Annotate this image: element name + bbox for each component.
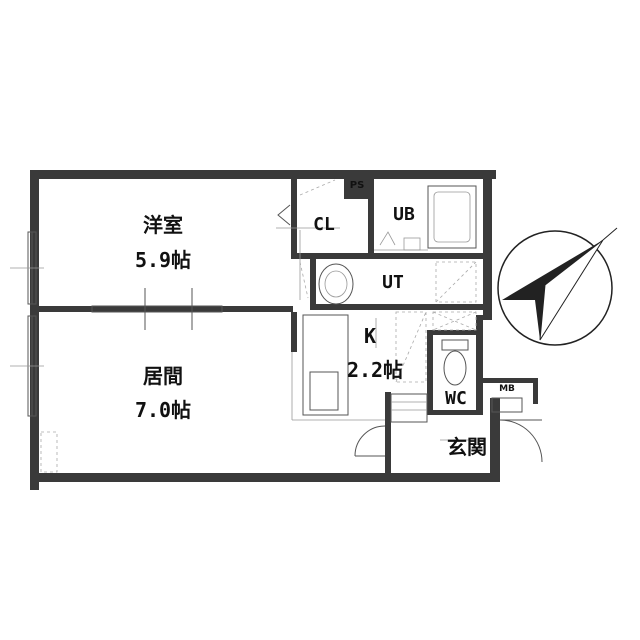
closet-hatch bbox=[299, 179, 336, 299]
partition-western-living bbox=[39, 306, 293, 312]
left-wall bbox=[30, 170, 39, 490]
right-wall-mid bbox=[476, 315, 483, 415]
bath-drain bbox=[403, 237, 421, 251]
kitchen-size: 2.2帖 bbox=[346, 358, 404, 382]
unit-bath-label: UB bbox=[393, 204, 415, 225]
compass-ring bbox=[497, 230, 613, 346]
western-room-name: 洋室 bbox=[143, 213, 183, 237]
partition-closet-west bbox=[291, 179, 297, 259]
kitchen-fixtures bbox=[302, 311, 477, 416]
toilet-bowl bbox=[443, 350, 467, 386]
entrance-right-wall bbox=[490, 398, 500, 482]
meter-box-lower bbox=[491, 397, 523, 413]
pipe-space-box bbox=[344, 175, 370, 199]
toilet-tank bbox=[441, 339, 469, 351]
sliding-doors bbox=[91, 204, 385, 421]
interior-walls bbox=[39, 175, 483, 474]
kitchen-counter bbox=[302, 314, 349, 416]
partition-bath-utility bbox=[297, 253, 483, 259]
mb-right-wall bbox=[533, 378, 538, 404]
washing-machine-pan bbox=[435, 261, 477, 303]
inner-door-swing bbox=[354, 425, 386, 457]
entrance-fixtures bbox=[354, 393, 543, 463]
closet-label: CL bbox=[313, 214, 335, 235]
partition-toilet-bottom bbox=[427, 410, 483, 415]
meter-box-label: MB bbox=[499, 384, 515, 394]
compass bbox=[497, 227, 618, 346]
living-alcove bbox=[40, 431, 58, 473]
toilet-label: WC bbox=[445, 388, 467, 409]
shoe-box bbox=[390, 393, 428, 423]
sliding-door-western-living bbox=[91, 305, 223, 313]
living-room-size: 7.0帖 bbox=[134, 398, 192, 422]
fridge-space bbox=[395, 311, 427, 383]
bathtub bbox=[427, 185, 477, 249]
partition-closet-bath bbox=[368, 179, 374, 259]
partition-toilet-west bbox=[427, 330, 433, 415]
partition-utility-west bbox=[310, 259, 316, 309]
pipe-space-label: PS bbox=[349, 180, 365, 191]
front-door-swing bbox=[499, 419, 543, 463]
toilet-fixture bbox=[441, 339, 469, 386]
unit-bath-fixtures bbox=[374, 185, 477, 251]
mb-top-wall bbox=[483, 378, 538, 383]
partition-living-kitchen bbox=[291, 312, 297, 352]
bottom-wall bbox=[30, 473, 500, 482]
living-room-name: 居間 bbox=[143, 364, 183, 388]
right-wall-upper bbox=[483, 170, 492, 320]
washbasin bbox=[318, 263, 354, 305]
bath-faucet bbox=[379, 231, 396, 246]
kitchen-name: K bbox=[363, 324, 377, 348]
partition-entrance-west bbox=[385, 392, 391, 474]
top-wall bbox=[30, 170, 496, 179]
utility-fixtures bbox=[318, 261, 477, 305]
kitchen-sink bbox=[309, 371, 339, 411]
closet-door-swing bbox=[277, 204, 291, 226]
utility-label: UT bbox=[382, 272, 404, 293]
exterior-walls bbox=[30, 170, 538, 490]
partition-utility-kitchen bbox=[310, 304, 483, 310]
entrance-label: 玄関 bbox=[447, 435, 487, 459]
western-room-size: 5.9帖 bbox=[134, 248, 192, 272]
windows bbox=[10, 231, 44, 417]
partition-toilet-top bbox=[427, 330, 483, 335]
reference-lines bbox=[40, 318, 470, 473]
